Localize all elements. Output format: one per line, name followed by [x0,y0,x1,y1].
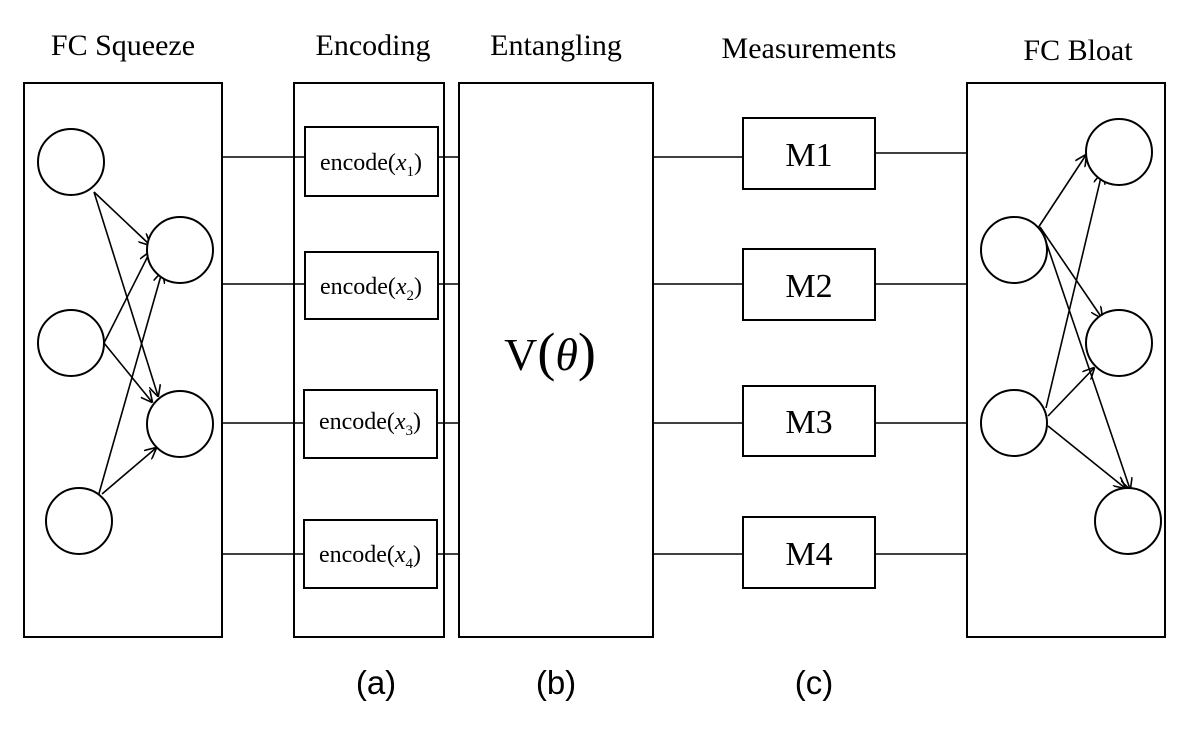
bloat-output-node [1085,118,1153,186]
fc-squeeze-edges [93,191,162,498]
bloat-output-node [1094,487,1162,555]
measurement-label: M3 [785,404,832,441]
squeeze-edge [101,448,156,495]
measurement-label: M2 [785,268,832,305]
fc-bloat-edges [1037,155,1130,489]
header-fc-squeeze: FC Squeeze [51,29,195,62]
encoding-panel [293,82,445,638]
bloat-input-node [980,216,1048,284]
squeeze-input-node [37,128,105,196]
squeeze-edge [103,252,150,344]
encoder-label: encode(x3) [319,409,421,439]
fc-squeeze-panel [23,82,223,638]
measurement-label: M1 [785,137,832,174]
encoder-box: encode(x3) [303,389,438,459]
encoder-box: encode(x4) [303,519,438,589]
fc-bloat-panel [966,82,1166,638]
caption-c: (c) [795,664,833,701]
bloat-edge [1041,229,1130,489]
bloat-edge [1047,425,1125,488]
caption-b: (b) [536,664,576,701]
measurement-box: M2 [742,248,876,321]
encoder-label: encode(x1) [320,150,422,180]
encoder-box: encode(x1) [304,126,439,197]
measurement-box: M1 [742,117,876,190]
squeeze-edge [103,342,152,402]
bloat-edge [1039,226,1102,318]
encoder-label: encode(x4) [319,542,421,572]
bloat-edge [1045,173,1102,409]
header-encoding: Encoding [316,29,431,62]
caption-a: (a) [356,664,396,701]
squeeze-output-node [146,216,214,284]
bloat-edge [1037,155,1086,229]
header-entangling: Entangling [490,29,622,62]
bloat-edge [1047,368,1094,417]
measurement-label: M4 [785,536,832,573]
squeeze-input-node [45,487,113,555]
measurement-box: M3 [742,385,876,457]
header-fc-bloat: FC Bloat [1023,34,1133,67]
entangling-panel [458,82,654,638]
squeeze-edge [93,191,158,396]
squeeze-input-node [37,309,105,377]
entangling-operator-label: V(θ) [504,322,596,382]
squeeze-output-node [146,390,214,458]
squeeze-edge [93,191,150,245]
bloat-input-node [980,389,1048,457]
encoder-box: encode(x2) [304,251,439,320]
squeeze-edge [97,272,162,498]
measurement-box: M4 [742,516,876,589]
header-measurements: Measurements [722,32,897,65]
encoder-label: encode(x2) [320,274,422,304]
bloat-output-node [1085,309,1153,377]
